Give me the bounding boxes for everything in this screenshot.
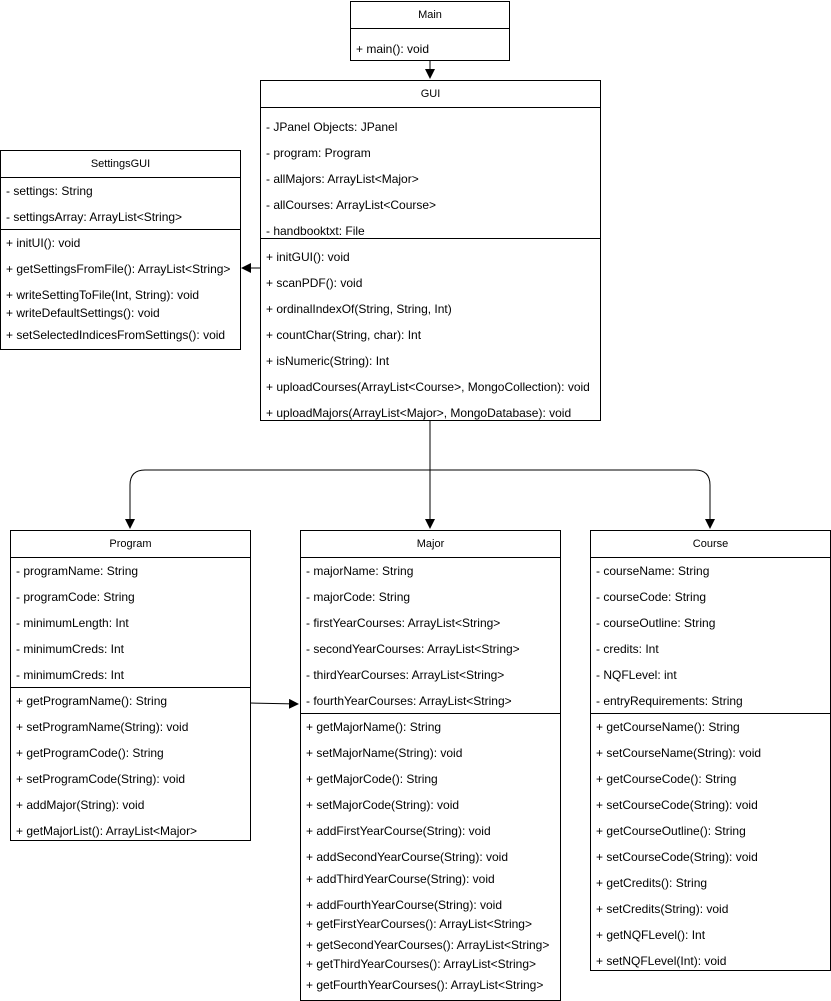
course-method: + getCredits(): String xyxy=(596,876,708,890)
gui-class-name: GUI xyxy=(261,81,600,108)
major-section-divider xyxy=(301,713,560,714)
settings-attribute: - settingsArray: ArrayList<String> xyxy=(6,210,183,224)
major-attribute: - secondYearCourses: ArrayList<String> xyxy=(306,642,520,656)
course-section-divider xyxy=(591,713,830,714)
gui-to-course-arrow xyxy=(430,469,715,529)
program-attribute: - minimumCreds: Int xyxy=(16,668,125,682)
program-section-divider xyxy=(11,687,250,688)
course-attribute: - courseName: String xyxy=(596,564,710,578)
course-method: + getCourseOutline(): String xyxy=(596,824,746,838)
gui-method: + uploadMajors(ArrayList<Major>, MongoDa… xyxy=(266,406,572,420)
major-attribute: - majorCode: String xyxy=(306,590,411,604)
program-to-major-arrow xyxy=(249,698,299,709)
main-class-name: Main xyxy=(351,2,509,29)
major-method: + getMajorName(): String xyxy=(306,720,442,734)
program-method: + getMajorList(): ArrayList<Major> xyxy=(16,824,198,838)
settings-method: + writeDefaultSettings(): void xyxy=(6,306,160,320)
gui-method: + uploadCourses(ArrayList<Course>, Mongo… xyxy=(266,380,590,394)
program-attribute: - programName: String xyxy=(16,564,139,578)
major-method: + getFourthYearCourses(): ArrayList<Stri… xyxy=(306,978,544,992)
course-class-box: Course - courseName: String - courseCode: … xyxy=(590,530,831,971)
major-attribute: - thirdYearCourses: ArrayList<String> xyxy=(306,668,505,682)
course-attribute: - NQFLevel: int xyxy=(596,668,677,682)
major-method: + getThirdYearCourses(): ArrayList<Strin… xyxy=(306,957,536,971)
major-class-box: Major - majorName: String - majorCode: Str… xyxy=(300,530,561,1001)
major-attribute: - majorName: String xyxy=(306,564,414,578)
major-method: + addSecondYearCourse(String): void xyxy=(306,850,509,864)
course-method: + getNQFLevel(): Int xyxy=(596,928,706,942)
gui-method: + initGUI(): void xyxy=(266,250,350,264)
course-method: + setCourseName(String): void xyxy=(596,746,762,760)
major-method: + getFirstYearCourses(): ArrayList<Strin… xyxy=(306,917,532,931)
course-attribute: - courseOutline: String xyxy=(596,616,716,630)
program-attribute: - programCode: String xyxy=(16,590,135,604)
major-method: + addThirdYearCourse(String): void xyxy=(306,872,495,886)
settings-method: + setSelectedIndicesFromSettings(): void xyxy=(6,328,226,342)
gui-attribute: - JPanel Objects: JPanel xyxy=(266,120,398,134)
program-attribute: - minimumCreds: Int xyxy=(16,642,125,656)
course-method: + getCourseName(): String xyxy=(596,720,740,734)
gui-method: + ordinalIndexOf(String, String, Int) xyxy=(266,302,452,316)
program-class-name: Program xyxy=(11,531,250,558)
gui-to-program-arrow xyxy=(125,420,431,529)
major-class-name: Major xyxy=(301,531,560,558)
program-method: + setProgramName(String): void xyxy=(16,720,189,734)
settings-section-divider xyxy=(1,229,240,230)
course-attribute: - credits: Int xyxy=(596,642,659,656)
program-method: + getProgramCode(): String xyxy=(16,746,164,760)
course-method: + setCourseCode(String): void xyxy=(596,798,758,812)
course-attribute: - courseCode: String xyxy=(596,590,707,604)
gui-attribute: - allMajors: ArrayList<Major> xyxy=(266,172,419,186)
major-method: + getSecondYearCourses(): ArrayList<Stri… xyxy=(306,938,550,952)
settings-method: + writeSettingToFile(Int, String): void xyxy=(6,288,200,302)
gui-attribute: - handbooktxt: File xyxy=(266,224,365,238)
major-method: + setMajorCode(String): void xyxy=(306,798,460,812)
program-attribute: - minimumLength: Int xyxy=(16,616,129,630)
settings-class-name: SettingsGUI xyxy=(1,151,240,178)
gui-attribute: - program: Program xyxy=(266,146,371,160)
settings-class-box: SettingsGUI - settings: String - settingsA… xyxy=(0,150,241,350)
settings-method: + initUI(): void xyxy=(6,236,81,250)
gui-method: + isNumeric(String): Int xyxy=(266,354,390,368)
main-method: + main(): void xyxy=(356,42,430,56)
program-method: + setProgramCode(String): void xyxy=(16,772,186,786)
major-method: + setMajorName(String): void xyxy=(306,746,463,760)
gui-method: + scanPDF(): void xyxy=(266,276,363,290)
course-method: + setCredits(String): void xyxy=(596,902,729,916)
program-class-box: Program - programName: String - programCod… xyxy=(10,530,251,841)
program-method: + addMajor(String): void xyxy=(16,798,145,812)
main-class-box: Main + main(): void xyxy=(350,1,510,61)
settings-attribute: - settings: String xyxy=(6,184,93,198)
gui-attribute: - allCourses: ArrayList<Course> xyxy=(266,198,437,212)
major-attribute: - firstYearCourses: ArrayList<String> xyxy=(306,616,501,630)
course-method: + setCourseCode(String): void xyxy=(596,850,758,864)
program-method: + getProgramName(): String xyxy=(16,694,168,708)
settings-method: + getSettingsFromFile(): ArrayList<Strin… xyxy=(6,262,231,276)
gui-section-divider xyxy=(261,238,600,239)
major-method: + addFirstYearCourse(String): void xyxy=(306,824,491,838)
course-method: + setNQFLevel(Int): void xyxy=(596,954,727,968)
major-method: + addFourthYearCourse(String): void xyxy=(306,898,502,912)
course-method: + getCourseCode(): String xyxy=(596,772,737,786)
major-method: + getMajorCode(): String xyxy=(306,772,438,786)
course-attribute: - entryRequirements: String xyxy=(596,694,743,708)
course-class-name: Course xyxy=(591,531,830,558)
major-attribute: - fourthYearCourses: ArrayList<String> xyxy=(306,694,512,708)
gui-method: + countChar(String, char): Int xyxy=(266,328,422,342)
gui-class-box: GUI - JPanel Objects: JPanel - program: Pr… xyxy=(260,80,601,421)
